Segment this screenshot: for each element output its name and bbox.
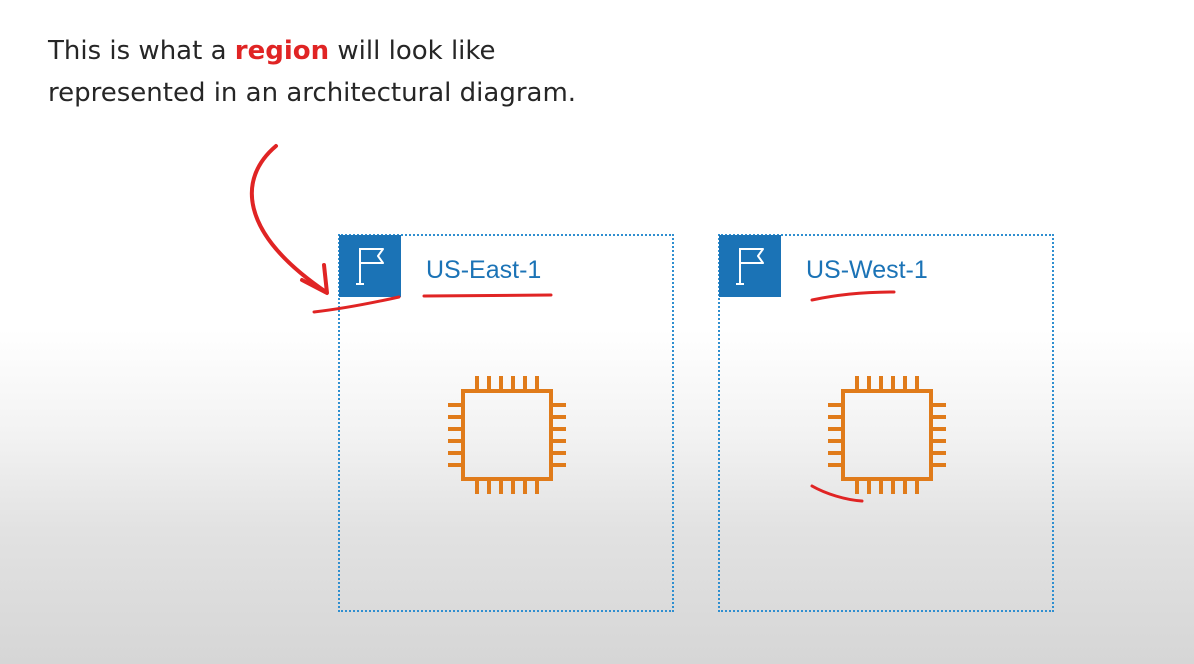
caption-highlight-region: region bbox=[234, 36, 330, 66]
region-us-west-1: US-West-1 bbox=[718, 234, 1054, 612]
annotation-arrowhead bbox=[300, 263, 329, 295]
cpu-chip-icon bbox=[444, 374, 570, 496]
caption-line2: represented in an architectural diagram. bbox=[48, 78, 577, 108]
region-us-east-1: US-East-1 bbox=[338, 234, 674, 612]
caption: This is what a region will look like rep… bbox=[48, 30, 576, 114]
flag-icon bbox=[339, 235, 401, 297]
region-label: US-West-1 bbox=[806, 256, 928, 284]
annotation-arrow bbox=[249, 144, 328, 294]
caption-line1-prefix: This is what a bbox=[48, 36, 235, 66]
region-label: US-East-1 bbox=[426, 256, 542, 284]
caption-line1-suffix: will look like bbox=[329, 36, 496, 66]
flag-icon bbox=[719, 235, 781, 297]
cpu-chip-icon bbox=[824, 374, 950, 496]
